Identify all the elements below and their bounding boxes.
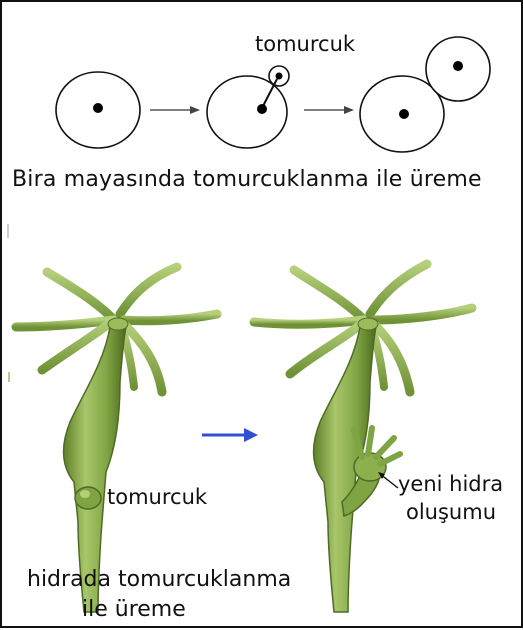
hydra-arrow bbox=[202, 428, 258, 442]
yeast-bud-label: tomurcuk bbox=[255, 32, 355, 56]
hydra-bud-label: tomurcuk bbox=[107, 485, 207, 509]
hydra-2 bbox=[254, 264, 472, 612]
new-hydra-label-line1: yeni hidra bbox=[398, 472, 503, 496]
yeast-caption: Bira mayasında tomurcuklanma ile üreme bbox=[12, 167, 482, 192]
yeast-stage-2 bbox=[207, 66, 289, 148]
yeast-stage-3 bbox=[360, 37, 490, 152]
hydra-1 bbox=[16, 267, 217, 612]
yeast-arrow-2 bbox=[304, 106, 354, 114]
yeast-stage-1 bbox=[56, 72, 140, 148]
new-hydra-label-line2: oluşumu bbox=[406, 500, 496, 524]
hydra-caption-line1: hidrada tomurcuklanma bbox=[27, 567, 291, 592]
yeast-arrow-1 bbox=[150, 106, 200, 114]
hydra-caption-line2: ile üreme bbox=[82, 597, 186, 622]
